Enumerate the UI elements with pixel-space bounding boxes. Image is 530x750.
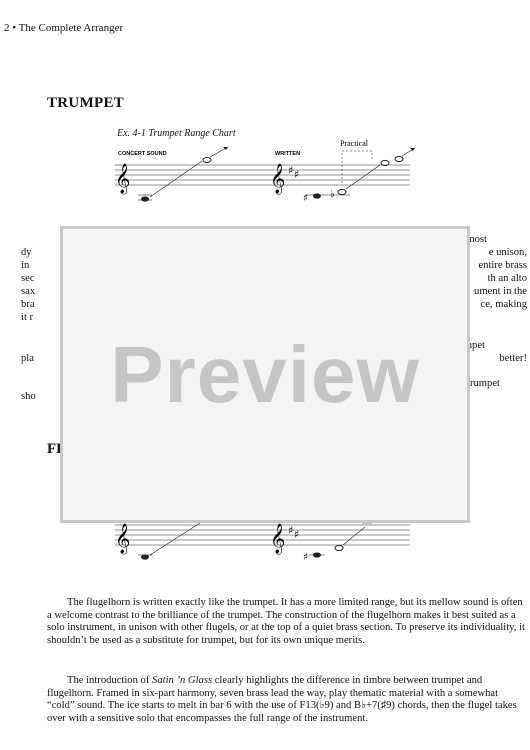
- written-notes: ♯ ♭: [303, 147, 416, 204]
- text-fragment: th an alto: [487, 273, 527, 284]
- staff-lines: [115, 524, 410, 546]
- text-fragment: ce, making: [480, 299, 527, 310]
- concert-notes: [138, 146, 229, 202]
- text-fragment: sho: [21, 391, 36, 402]
- paragraph-text: clearly highlights the difference in tim…: [47, 675, 517, 724]
- treble-clef-icon: 𝄞: [270, 523, 285, 555]
- paragraph-text: The introduction of: [67, 675, 153, 686]
- flugelhorn-range-chart: 𝄞 𝄞 ♯ ♯ ♯: [115, 522, 410, 563]
- text-fragment: sec: [21, 273, 35, 284]
- treble-clef-icon: 𝄞: [270, 163, 285, 195]
- text-fragment: better!: [499, 353, 527, 364]
- preview-watermark: Preview: [60, 226, 470, 523]
- text-fragment: sax: [21, 286, 36, 297]
- flugel-notes: ♯: [138, 522, 372, 563]
- svg-text:♯: ♯: [303, 193, 308, 204]
- text-fragment: ument in the: [474, 286, 527, 297]
- concert-sound-label: CONCERT SOUND: [118, 151, 167, 157]
- staff-lines: [115, 164, 410, 186]
- flugelhorn-paragraph-1: The flugelhorn is written exactly like t…: [47, 597, 527, 647]
- sharp-icon: ♯: [294, 168, 299, 181]
- paragraph-text: The flugelhorn is written exactly like t…: [47, 597, 525, 646]
- text-fragment: in: [21, 260, 30, 271]
- svg-text:♭: ♭: [330, 189, 335, 200]
- written-label: WRITTEN: [275, 151, 300, 157]
- running-head: 2 • The Complete Arranger: [4, 22, 124, 34]
- sharp-icon: ♯: [294, 528, 299, 541]
- treble-clef-icon: 𝄞: [115, 163, 130, 195]
- text-fragment: rumpet: [469, 378, 500, 389]
- text-fragment: it r: [21, 312, 34, 323]
- text-fragment: nost: [469, 234, 487, 245]
- song-title: Satin ’n Glass: [152, 675, 213, 686]
- text-fragment: pla: [21, 353, 34, 364]
- text-fragment: e unison,: [488, 247, 527, 258]
- text-fragment: mpet: [463, 340, 485, 351]
- example-caption: Ex. 4-1 Trumpet Range Chart: [117, 128, 236, 139]
- flugelhorn-paragraph-2: The introduction of Satin ’n Glass clear…: [47, 675, 527, 725]
- practical-label: Practical: [340, 139, 369, 148]
- treble-clef-icon: 𝄞: [115, 523, 130, 555]
- preview-label: Preview: [110, 329, 420, 419]
- sharp-icon: ♯: [288, 524, 293, 537]
- text-fragment: dy: [21, 247, 32, 258]
- trumpet-range-chart: CONCERT SOUND WRITTEN Practical 𝄞 𝄞 ♯ ♯ …: [115, 139, 416, 204]
- svg-text:♯: ♯: [303, 552, 308, 563]
- sharp-icon: ♯: [288, 164, 293, 177]
- text-fragment: entire brass: [478, 260, 527, 271]
- section-title-trumpet: TRUMPET: [47, 95, 125, 111]
- text-fragment: bra: [21, 299, 35, 310]
